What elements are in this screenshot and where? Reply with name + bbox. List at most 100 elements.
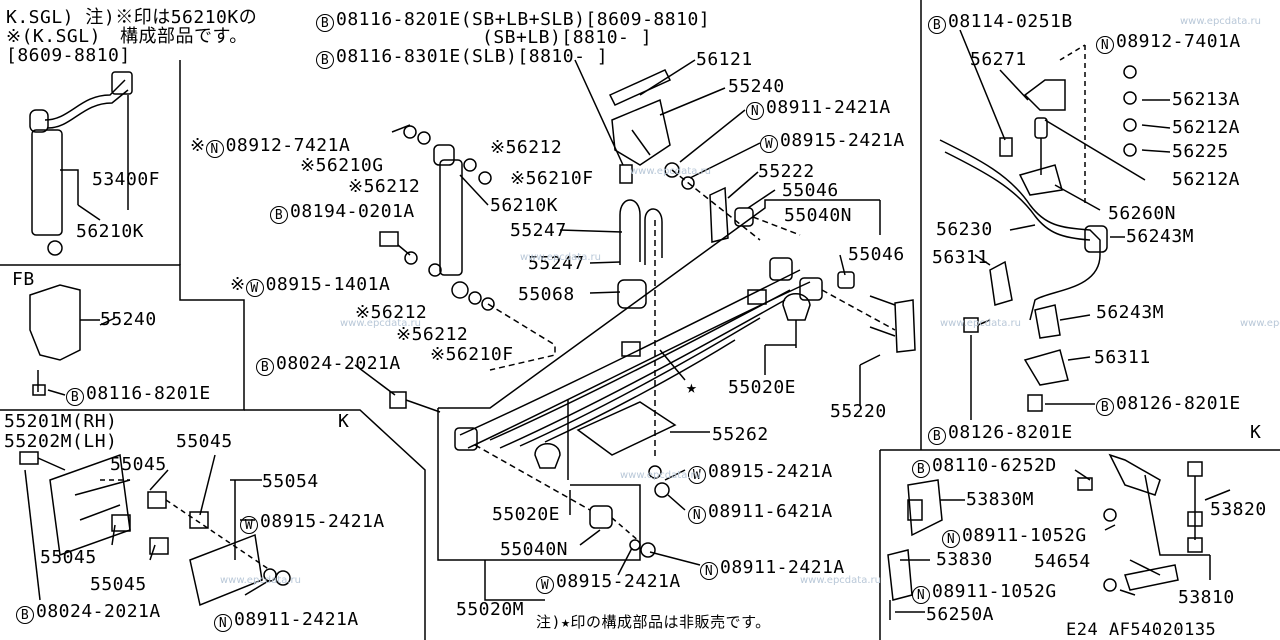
bolt-b-icon: B xyxy=(66,388,84,406)
part-55222: 55222 xyxy=(758,161,815,182)
part-55045-a: 55045 xyxy=(176,431,233,452)
part-55247-a: 55247 xyxy=(510,220,567,241)
part-53830: 53830 xyxy=(936,549,993,570)
part-55045-c: 55045 xyxy=(40,547,97,568)
stabilizer-bar xyxy=(939,139,1101,321)
part-55262: 55262 xyxy=(712,424,769,445)
part-53820: 53820 xyxy=(1210,499,1267,520)
note-ksgl-header-2: 構成部品です。 xyxy=(120,26,248,47)
part-55020E-a: 55020E xyxy=(728,377,797,398)
part-56210G: ※56210G xyxy=(300,155,384,176)
part-55202M: 55202M(LH) xyxy=(4,431,118,452)
part-56213A: 56213A xyxy=(1172,89,1241,110)
part-53400F: 53400F xyxy=(92,169,161,190)
shock-absorber-center xyxy=(439,159,463,276)
part-56212-a: ※56212 xyxy=(490,137,563,158)
divider-fb xyxy=(0,264,245,411)
part-56212A-b: 56212A xyxy=(1172,169,1241,190)
bolt-b-icon: B xyxy=(316,14,334,32)
watermark: www.epcdata.ru xyxy=(940,318,1021,329)
washer-w-icon: W xyxy=(240,516,258,534)
watermark: www.epcdata.ru xyxy=(630,166,711,177)
part-56311-a: 56311 xyxy=(932,247,989,268)
footer-note: 注)★印の構成部品は非販売です。 xyxy=(536,613,771,631)
nut-n-icon: N xyxy=(1096,36,1114,54)
leaf-spring xyxy=(454,257,823,451)
part-56212-c: ※56212 xyxy=(355,302,428,323)
part-56210K-left: 56210K xyxy=(76,221,145,242)
nut-n-icon: N xyxy=(214,614,232,632)
part-56230: 56230 xyxy=(936,219,993,240)
part-53830M: 53830M xyxy=(966,489,1035,510)
watermark: www.epcdata.ru xyxy=(1240,318,1280,329)
bolt-b-icon: B xyxy=(912,460,930,478)
part-08116-top1b: (SB+LB)[8810- ] xyxy=(482,27,653,48)
washer-w-icon: W xyxy=(760,135,778,153)
bracket-53830M xyxy=(907,479,943,537)
bolt-b-icon: B xyxy=(928,16,946,34)
bump-stopper xyxy=(782,293,811,321)
part-55046-b: 55046 xyxy=(848,244,905,265)
part-55020E-b: 55020E xyxy=(492,504,561,525)
part-56210K: 56210K xyxy=(490,195,559,216)
shackle-plate-lh xyxy=(189,533,263,607)
part-56212-b: ※56212 xyxy=(348,176,421,197)
part-56212-d: ※56212 xyxy=(396,324,469,345)
note-date-range: [8609-8810] xyxy=(6,45,131,66)
bolt-b-icon: B xyxy=(316,51,334,69)
star-mark: ★ xyxy=(686,377,698,398)
part-56210F-a: ※56210F xyxy=(510,168,594,189)
watermark: www.epcdata.ru xyxy=(220,575,301,586)
note-ksgl: ※(K.SGL) xyxy=(6,26,101,47)
washer-w-icon: W xyxy=(245,279,264,297)
part-56210F-b: ※56210F xyxy=(430,344,514,365)
footer-code: E24 AF54020135 xyxy=(1066,620,1217,640)
nut-n-icon: N xyxy=(700,562,718,580)
part-55240: 55240 xyxy=(728,76,785,97)
part-56311-b: 56311 xyxy=(1094,347,1151,368)
shackle-right xyxy=(894,299,916,353)
part-55040N-b: 55040N xyxy=(500,539,569,560)
part-55045-d: 55045 xyxy=(90,574,147,595)
shock-absorber-left xyxy=(31,129,63,236)
washer-w-icon: W xyxy=(688,466,706,484)
watermark: www.epcdata.ru xyxy=(520,252,601,263)
part-54654: 54654 xyxy=(1034,551,1091,572)
part-56271: 56271 xyxy=(970,49,1027,70)
part-55020M: 55020M xyxy=(456,599,525,620)
fb-bracket xyxy=(29,284,81,361)
part-53810: 53810 xyxy=(1178,587,1235,608)
watermark: www.epcdata.ru xyxy=(620,470,701,481)
nut-n-icon: N xyxy=(746,102,764,120)
part-55046-a: 55046 xyxy=(782,180,839,201)
nut-n-icon: N xyxy=(205,140,224,158)
part-56212A-a: 56212A xyxy=(1172,117,1241,138)
section-k-right: K xyxy=(1250,422,1262,443)
bolt-b-icon: B xyxy=(1096,398,1114,416)
part-55247-b: 55247 xyxy=(528,253,585,274)
part-55040N-a: 55040N xyxy=(784,205,853,226)
part-56121: 56121 xyxy=(696,49,753,70)
watermark: www.epcdata.ru xyxy=(340,318,421,329)
bracket-56121 xyxy=(608,69,672,106)
u-bolt xyxy=(619,199,641,265)
nut-n-icon: N xyxy=(912,586,930,604)
